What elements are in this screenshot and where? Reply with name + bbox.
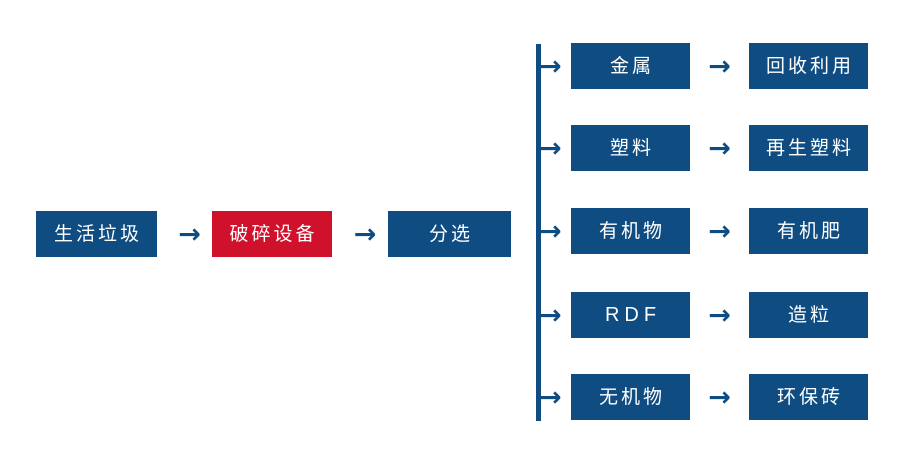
node-branch-2-product[interactable]: 有机肥 [749,208,868,254]
node-branch-0-product[interactable]: 回收利用 [749,43,868,89]
node-branch-1-product-label: 再生塑料 [765,137,854,159]
branch-arrow-0: → [539,43,571,89]
branch-arrow-2: → [539,208,571,254]
arrow-right-icon: → [539,299,562,331]
arrow-right-icon: → [539,381,562,413]
arrow-right-icon: → [539,50,562,82]
node-branch-3-product[interactable]: 造粒 [749,292,868,338]
arrow-right-icon: → [708,299,731,331]
trunk-connector-line [536,44,541,421]
node-branch-4-output-label: 无机物 [598,386,665,408]
arrow-main-0-to-1: → [167,211,212,257]
arrow-right-icon: → [539,132,562,164]
node-branch-4-product-label: 环保砖 [776,386,843,408]
arrow-branch-1: → [690,125,749,171]
node-branch-1-output-label: 塑料 [609,137,654,159]
node-branch-2-product-label: 有机肥 [776,220,843,242]
node-branch-4-output[interactable]: 无机物 [571,374,690,420]
node-branch-1-output[interactable]: 塑料 [571,125,690,171]
arrow-right-icon: → [708,132,731,164]
branch-arrow-4: → [539,374,571,420]
node-branch-3-output-label: RDF [604,304,662,326]
node-branch-0-product-label: 回收利用 [765,55,854,77]
arrow-right-icon: → [708,381,731,413]
branch-arrow-3: → [539,292,571,338]
arrow-branch-4: → [690,374,749,420]
node-branch-2-output-label: 有机物 [598,220,665,242]
node-main-2[interactable]: 分选 [388,211,511,257]
arrow-right-icon: → [708,50,731,82]
node-branch-0-output-label: 金属 [609,55,654,77]
node-branch-1-product[interactable]: 再生塑料 [749,125,868,171]
node-branch-2-output[interactable]: 有机物 [571,208,690,254]
node-branch-0-output[interactable]: 金属 [571,43,690,89]
branch-arrow-1: → [539,125,571,171]
node-branch-3-output[interactable]: RDF [571,292,690,338]
node-main-1-label: 破碎设备 [229,223,318,245]
arrow-right-icon: → [708,215,731,247]
arrow-branch-2: → [690,208,749,254]
arrow-branch-3: → [690,292,749,338]
arrow-right-icon: → [178,218,201,250]
node-main-0-label: 生活垃圾 [53,223,142,245]
arrow-branch-0: → [690,43,749,89]
node-main-0[interactable]: 生活垃圾 [36,211,157,257]
arrow-right-icon: → [353,218,377,250]
node-branch-4-product[interactable]: 环保砖 [749,374,868,420]
node-main-2-label: 分选 [428,223,473,245]
arrow-main-1-to-2: → [342,211,388,257]
node-main-1[interactable]: 破碎设备 [212,211,332,257]
arrow-right-icon: → [539,215,562,247]
node-branch-3-product-label: 造粒 [787,304,832,326]
